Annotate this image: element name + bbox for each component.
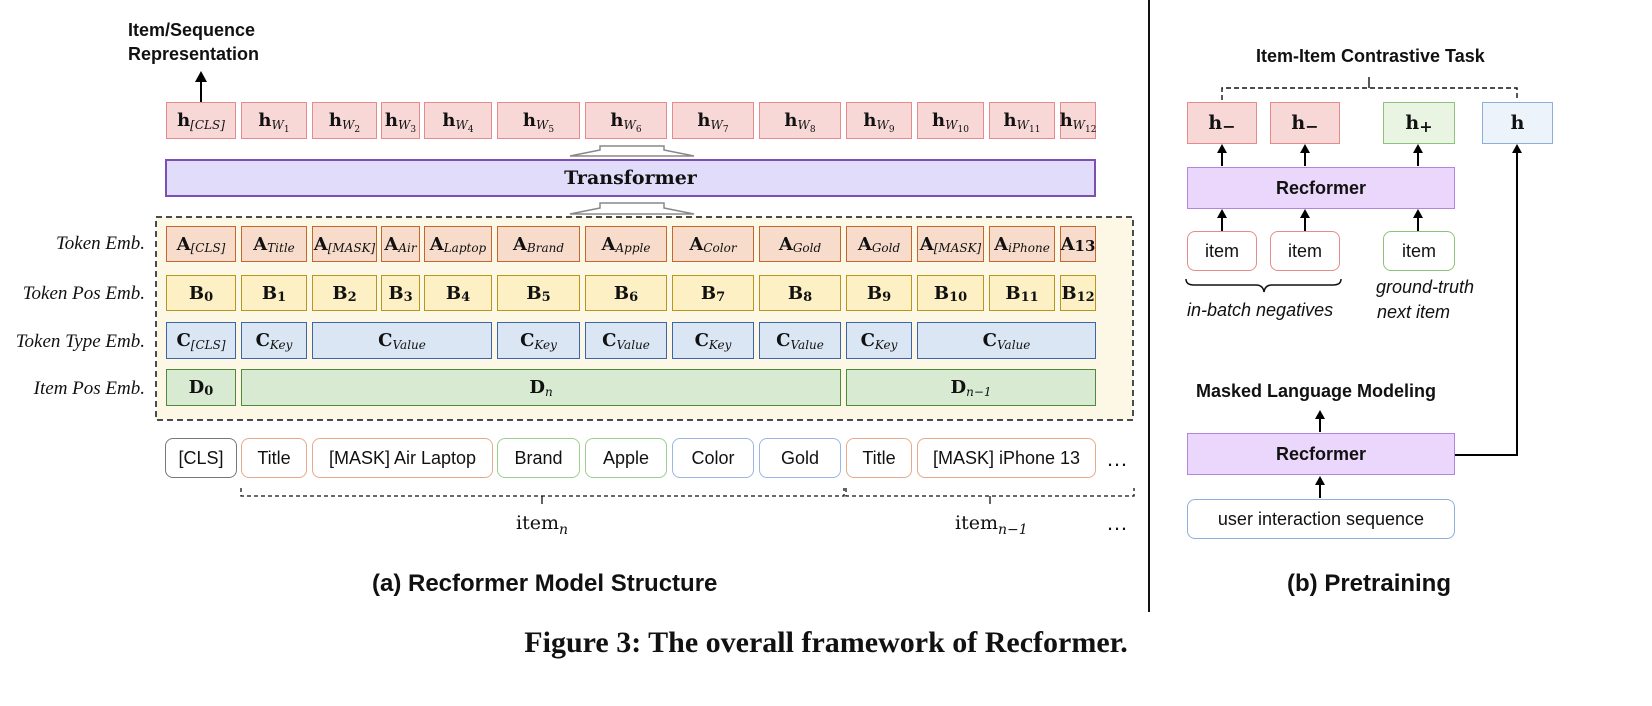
input-token: Title: [846, 438, 912, 478]
input-token: [MASK] Air Laptop: [312, 438, 493, 478]
row-label-token-emb: Token Emb.: [55, 233, 145, 254]
h-negative-1: h−: [1187, 102, 1257, 144]
row-label-token-pos-emb: Token Pos Emb.: [22, 283, 145, 304]
mlm-title: Masked Language Modeling: [1196, 381, 1437, 401]
input-token: Title: [241, 438, 307, 478]
h-cell: h[CLS]: [166, 102, 236, 139]
token-emb-cell: A[MASK]: [917, 226, 984, 262]
caption-a: (a) Recformer Model Structure: [372, 570, 718, 597]
item-box-neg-1: item: [1187, 231, 1257, 271]
input-token: Gold: [759, 438, 841, 478]
item-box-ground-truth: item: [1383, 231, 1455, 271]
recformer-top: Recformer: [1187, 167, 1455, 209]
figure-caption: Figure 3: The overall framework of Recfo…: [524, 626, 1128, 659]
item-box-neg-2: item: [1270, 231, 1340, 271]
caption-b: (b) Pretraining: [1287, 570, 1452, 597]
item-ellipsis: …: [1106, 510, 1128, 535]
row-label-item-pos-emb: Item Pos Emb.: [33, 378, 145, 399]
user-interaction-sequence-box: user interaction sequence: [1187, 499, 1455, 539]
h-negative-2: h−: [1270, 102, 1340, 144]
h-sequence: h: [1482, 102, 1553, 144]
token-type-emb-cell: C[CLS]: [166, 322, 236, 359]
item-n-label: itemn: [516, 512, 569, 538]
h-positive: h+: [1383, 102, 1455, 144]
connectors-right: [1185, 77, 1522, 498]
panel-divider: [1148, 0, 1150, 612]
ground-truth-label: ground-truth next item: [1376, 277, 1475, 322]
input-token: Brand: [497, 438, 580, 478]
transformer-block: Transformer: [165, 159, 1096, 197]
input-token: [CLS]: [165, 438, 237, 478]
input-token: Apple: [585, 438, 667, 478]
token-emb-cell: A[CLS]: [166, 226, 236, 262]
row-label-token-type-emb: Token Type Emb.: [15, 331, 145, 352]
input-token: [MASK] iPhone 13: [917, 438, 1096, 478]
in-batch-negatives-label: in-batch negatives: [1187, 300, 1334, 320]
input-token: Color: [672, 438, 754, 478]
output-label: Item/Sequence Representation: [128, 20, 260, 64]
token-emb-cell: A[MASK]: [312, 226, 377, 262]
recformer-bottom: Recformer: [1187, 433, 1455, 475]
contrastive-task-title: Item-Item Contrastive Task: [1256, 46, 1485, 66]
input-ellipsis: …: [1106, 446, 1128, 471]
item-n-minus-1-label: itemn−1: [955, 512, 1028, 538]
